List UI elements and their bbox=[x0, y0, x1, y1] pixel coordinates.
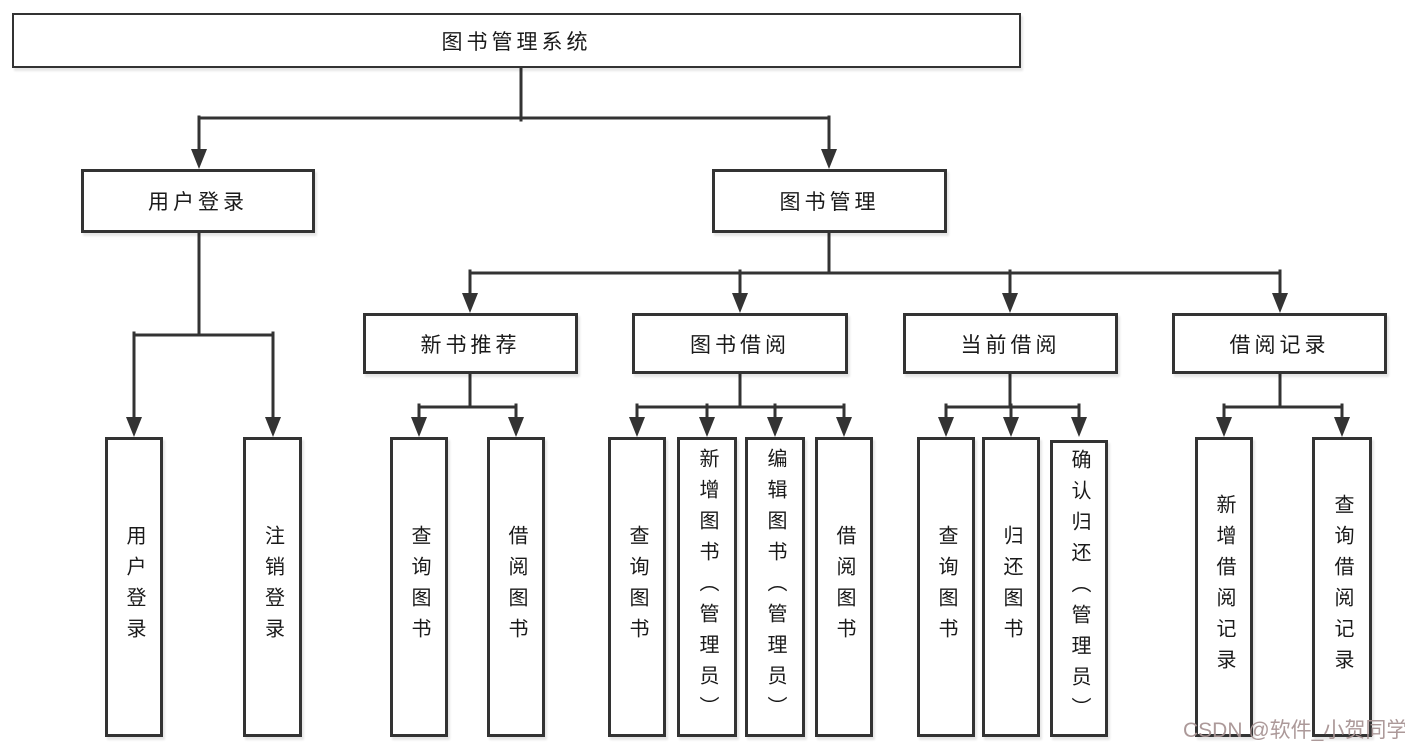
leaf-return-books: 归还图书 bbox=[982, 437, 1040, 737]
node-label: 图书管理 bbox=[779, 191, 880, 214]
node-label: 图书借阅 bbox=[690, 333, 790, 357]
node-label: 用户登录 bbox=[123, 525, 145, 649]
arrow-down-icon bbox=[1071, 417, 1087, 437]
leaf-borrow-books: 借阅图书 bbox=[815, 437, 873, 737]
arrow-down-icon bbox=[938, 417, 954, 437]
arrow-down-icon bbox=[508, 417, 524, 437]
node-book-management: 图书管理 bbox=[712, 169, 947, 233]
node-label: 借阅图书 bbox=[505, 525, 527, 649]
node-label: 确认归还（管理员） bbox=[1068, 449, 1090, 728]
arrow-down-icon bbox=[265, 417, 281, 437]
node-label: 图书管理系统 bbox=[441, 30, 592, 54]
leaf-logout: 注销登录 bbox=[243, 437, 302, 737]
leaf-query-borrow-record: 查询借阅记录 bbox=[1312, 437, 1372, 737]
connector-paths bbox=[132, 66, 1344, 422]
leaf-add-books-admin: 新增图书（管理员） bbox=[677, 437, 737, 737]
leaf-query-books: 查询图书 bbox=[917, 437, 975, 737]
node-label: 新增借阅记录 bbox=[1213, 494, 1235, 680]
arrow-down-icon bbox=[1216, 417, 1232, 437]
arrow-down-icon bbox=[1003, 417, 1019, 437]
leaf-user-login: 用户登录 bbox=[105, 437, 163, 737]
arrow-down-icon bbox=[411, 417, 427, 437]
node-label: 当前借阅 bbox=[960, 333, 1061, 357]
node-label: 注销登录 bbox=[261, 525, 284, 649]
leaf-borrow-books: 借阅图书 bbox=[487, 437, 545, 737]
node-label: 查询图书 bbox=[626, 525, 648, 649]
node-label: 归还图书 bbox=[1000, 525, 1022, 649]
arrow-down-icon bbox=[1272, 293, 1288, 313]
leaf-confirm-return-admin: 确认归还（管理员） bbox=[1050, 440, 1108, 737]
node-label: 新增图书（管理员） bbox=[696, 447, 718, 727]
arrow-down-icon bbox=[126, 417, 142, 437]
node-book-borrow: 图书借阅 bbox=[632, 313, 848, 374]
arrow-down-icon bbox=[767, 417, 783, 437]
node-label: 查询图书 bbox=[408, 525, 430, 649]
node-label: 查询图书 bbox=[935, 525, 957, 649]
node-label: 新书推荐 bbox=[420, 333, 521, 357]
node-label: 用户登录 bbox=[148, 191, 248, 214]
node-borrow-records: 借阅记录 bbox=[1172, 313, 1387, 374]
node-new-book-recommend: 新书推荐 bbox=[363, 313, 578, 374]
node-user-login: 用户登录 bbox=[81, 169, 315, 233]
arrow-down-icon bbox=[191, 149, 207, 169]
node-label: 编辑图书（管理员） bbox=[764, 447, 786, 727]
leaf-add-borrow-record: 新增借阅记录 bbox=[1195, 437, 1253, 737]
arrow-down-icon bbox=[821, 149, 837, 169]
arrow-down-icon bbox=[732, 293, 748, 313]
node-label: 借阅图书 bbox=[833, 525, 855, 649]
arrow-down-icon bbox=[1334, 417, 1350, 437]
arrowheads bbox=[126, 149, 1350, 437]
arrow-down-icon bbox=[699, 417, 715, 437]
arrow-down-icon bbox=[836, 417, 852, 437]
leaf-query-books: 查询图书 bbox=[390, 437, 448, 737]
arrow-down-icon bbox=[1002, 293, 1018, 313]
leaf-edit-books-admin: 编辑图书（管理员） bbox=[745, 437, 805, 737]
node-label: 借阅记录 bbox=[1229, 333, 1330, 357]
arrow-down-icon bbox=[462, 293, 478, 313]
leaf-query-books: 查询图书 bbox=[608, 437, 666, 737]
csdn-watermark: CSDN @软件_小贺同学 bbox=[1183, 719, 1405, 742]
node-library-management-system: 图书管理系统 bbox=[12, 13, 1021, 68]
node-current-borrow: 当前借阅 bbox=[903, 313, 1118, 374]
arrow-down-icon bbox=[629, 417, 645, 437]
node-label: 查询借阅记录 bbox=[1331, 494, 1353, 680]
